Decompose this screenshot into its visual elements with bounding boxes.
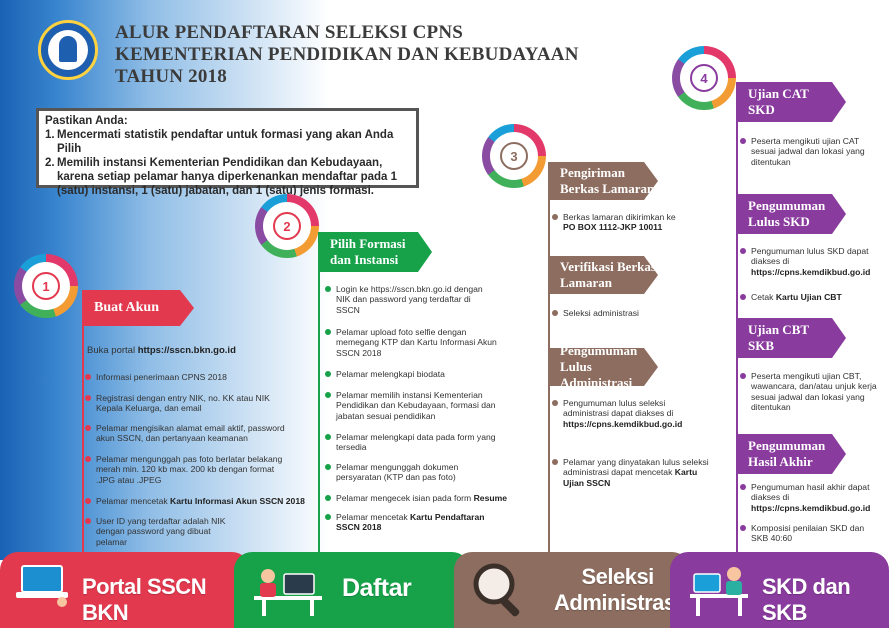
step-1-line bbox=[82, 312, 84, 552]
list-item: Komposisi penilaian SKD dan SKB 40:60 bbox=[740, 523, 881, 544]
sscn-portal-link[interactable]: https://sscn.bkn.go.id bbox=[137, 345, 236, 356]
list-item: Informasi penerimaan CPNS 2018 bbox=[85, 372, 286, 382]
footer-label-skd-skb: SKD dan SKB bbox=[762, 574, 851, 625]
list-item: Pelamar mengunggah pas foto berlatar bel… bbox=[85, 454, 292, 485]
footer-tab-daftar: Daftar bbox=[234, 552, 470, 628]
step-1-number: 1 bbox=[32, 272, 60, 300]
list-item: Peserta mengikuti ujian CBT, wawancara, … bbox=[740, 371, 887, 413]
step-2-number: 2 bbox=[273, 212, 301, 240]
step-2-line bbox=[318, 252, 320, 552]
list-item: Pelamar mengisikan alamat email aktif, p… bbox=[85, 423, 291, 444]
list-item: Pelamar melengkapi data pada form yang t… bbox=[325, 432, 496, 453]
notice-item: 2. Memilih instansi Kementerian Pendidik… bbox=[45, 157, 398, 197]
footer-tab-portal: Portal SSCN BKN bbox=[0, 552, 250, 628]
page-title: ALUR PENDAFTARAN SELEKSI CPNS KEMENTERIA… bbox=[115, 22, 579, 88]
step-3-number: 3 bbox=[500, 142, 528, 170]
notice-heading: Pastikan Anda: bbox=[45, 115, 128, 127]
list-item: Login ke https://sscn.bkn.go.id dengan N… bbox=[325, 284, 486, 315]
notice-box: Pastikan Anda: 1. Mencermati statistik p… bbox=[36, 108, 419, 197]
list-item: Pengumuman lulus SKD dapat diakses di ht… bbox=[740, 246, 876, 277]
list-item: User ID yang terdaftar adalah NIK dengan… bbox=[85, 516, 226, 547]
list-item: Pelamar mengunggah dokumen persyaratan (… bbox=[325, 462, 476, 483]
step-1-title-ribbon: Buat Akun bbox=[82, 290, 194, 326]
list-item: Peserta mengikuti ujian CAT sesuai jadwa… bbox=[740, 136, 876, 167]
list-item: Pelamar mencetak Kartu Informasi Akun SS… bbox=[85, 496, 306, 506]
notice-item: 1. Mencermati statistik pendaftar untuk … bbox=[45, 129, 394, 155]
step-1-intro: Buka portal https://sscn.bkn.go.id bbox=[87, 345, 236, 356]
title-line-1: ALUR PENDAFTARAN SELEKSI CPNS bbox=[115, 22, 464, 43]
step-2-ring-icon: 2 bbox=[255, 194, 319, 258]
title-line-3: TAHUN 2018 bbox=[115, 66, 227, 87]
list-item: Cetak Kartu Ujian CBT bbox=[740, 292, 876, 302]
list-item: Pelamar mengecek isian pada form Resume bbox=[325, 493, 521, 503]
step-1-ring-icon: 1 bbox=[14, 254, 78, 318]
list-item: Pelamar upload foto selfie dengan memega… bbox=[325, 327, 506, 358]
step-3-ring-icon: 3 bbox=[482, 124, 546, 188]
footer-label-portal: Portal SSCN BKN bbox=[82, 574, 207, 625]
desk-computer-icon bbox=[250, 560, 326, 620]
list-item: Seleksi administrasi bbox=[552, 308, 683, 318]
exam-desk-icon bbox=[688, 562, 750, 618]
title-line-2: KEMENTERIAN PENDIDIKAN DAN KEBUDAYAAN bbox=[115, 44, 579, 65]
footer-label-daftar: Daftar bbox=[342, 574, 412, 602]
list-item: Pelamar mencetak Kartu Pendaftaran SSCN … bbox=[325, 512, 496, 533]
list-item: Pelamar memilih instansi Kementerian Pen… bbox=[325, 390, 506, 421]
step-4-ring-icon: 4 bbox=[672, 46, 736, 110]
list-item: Registrasi dengan entry NIK, no. KK atau… bbox=[85, 393, 271, 414]
kemdikbud-logo bbox=[38, 20, 98, 80]
step-4-number: 4 bbox=[690, 64, 718, 92]
magnifier-icon bbox=[468, 558, 532, 622]
list-item: Berkas lamaran dikirimkan ke PO BOX 1112… bbox=[552, 212, 683, 233]
list-item: Pelamar melengkapi biodata bbox=[325, 369, 506, 379]
footer-tab-skd-skb: SKD dan SKB bbox=[670, 552, 889, 628]
list-item: Pengumuman lulus seleksi administrasi da… bbox=[552, 398, 691, 429]
list-item: Pengumuman hasil akhir dapat diakses di … bbox=[740, 482, 876, 513]
laptop-icon bbox=[14, 562, 70, 608]
list-item: Pelamar yang dinyatakan lulus seleksi ad… bbox=[552, 457, 713, 488]
